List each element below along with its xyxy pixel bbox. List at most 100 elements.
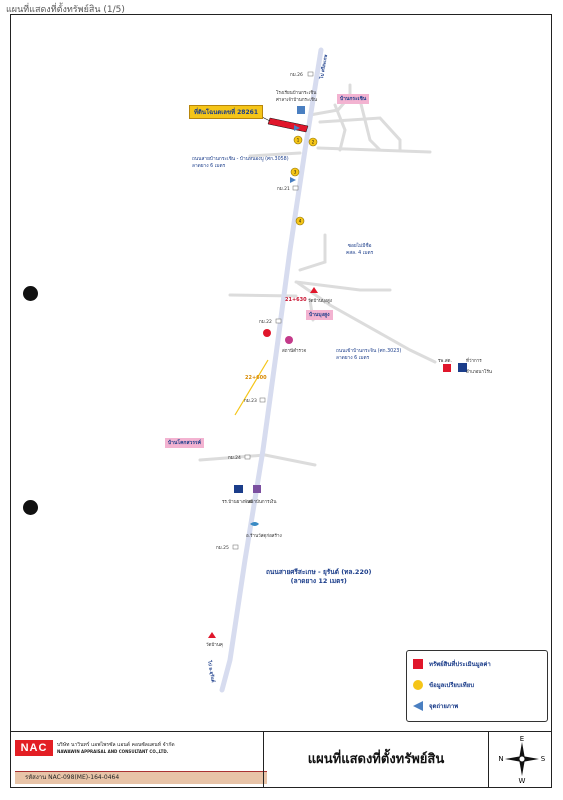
legend-photo-label: จุดถ่ายภาพ bbox=[429, 703, 459, 710]
road-3058-width: ลาดยาง 6 เมตร bbox=[192, 164, 226, 169]
shop-icon bbox=[263, 329, 271, 337]
road-3023-name: ถนนเข้าบ้านกระจิน (ศก.3023) bbox=[336, 349, 402, 354]
fish-icon bbox=[250, 522, 259, 526]
police-icon bbox=[285, 336, 293, 344]
title-block: NAC บริษัท นาวินทร์ แอพไพรซัล แอนด์ คอนซ… bbox=[10, 731, 552, 788]
main-road-label: ถนนสายศรีสะเกษ - ยุรันต์ (ทล.220) (ลาดยา… bbox=[266, 568, 371, 586]
km-25-post bbox=[232, 544, 239, 550]
km-21630-label: 21+630 bbox=[285, 297, 307, 303]
school2-icon bbox=[253, 485, 261, 493]
km-21-label: กม.21 bbox=[277, 187, 290, 192]
soi-label: ซอยไม่มีชื่อ คสล. 4 เมตร bbox=[346, 243, 373, 257]
temple1-label: วัดบ้านบุงสูง bbox=[308, 299, 332, 304]
village-bungsung: บ้านบุงสูง bbox=[306, 310, 333, 320]
legend-comparable-label: ข้อมูลเปรียบเทียบ bbox=[429, 682, 475, 689]
comparable-markers: 1 2 3 4 bbox=[290, 135, 318, 226]
km-24-post bbox=[244, 454, 251, 460]
company-name-th: บริษัท นาวินทร์ แอพไพรซัล แอนด์ คอนซัลแต… bbox=[57, 742, 175, 748]
district-office-icon bbox=[458, 363, 467, 372]
road-3058-label: ถนนสายบ้านกระเชิน - บ้านหนองบู (ศก.3058)… bbox=[192, 156, 289, 170]
km-24-label: กม.24 bbox=[228, 456, 241, 461]
road-3023-label: ถนนเข้าบ้านกระจิน (ศก.3023) ลาดยาง 6 เมต… bbox=[336, 348, 401, 362]
village-khonsawan: บ้านโคกสวรรค์ bbox=[165, 438, 205, 448]
road-krachin-east bbox=[316, 146, 432, 154]
compass-e: E bbox=[520, 735, 524, 743]
road-3058 bbox=[248, 151, 302, 158]
km-22-label: กม.22 bbox=[259, 320, 272, 325]
legend-comparable-swatch bbox=[413, 680, 423, 690]
job-reference: รหัสงาน NAC-098(ME)-164-0464 bbox=[15, 771, 267, 784]
legend-property-swatch bbox=[413, 659, 423, 669]
road-3023 bbox=[296, 281, 437, 364]
compass-n: N bbox=[498, 755, 503, 763]
side-roads bbox=[198, 83, 437, 467]
km-22600-label: 22+600 bbox=[245, 375, 267, 381]
legend-photo: จุดถ่ายภาพ bbox=[413, 701, 458, 711]
photo-point-1[interactable] bbox=[294, 125, 300, 131]
comparable-1-number: 1 bbox=[297, 138, 300, 143]
soi-width: คสล. 4 เมตร bbox=[346, 251, 374, 256]
temple2-label: วัดบ้านคุ bbox=[206, 643, 223, 648]
road-krachin-branch bbox=[358, 98, 382, 152]
compass-s: S bbox=[541, 755, 546, 763]
comparable-4-number: 4 bbox=[299, 219, 302, 224]
comparable-4-marker[interactable] bbox=[295, 216, 305, 226]
road-krachin-loop bbox=[333, 103, 347, 152]
km-21-post bbox=[292, 185, 299, 191]
photo-point-2[interactable] bbox=[290, 177, 296, 183]
page-caption: แผนที่แสดงที่ตั้งทรัพย์สิน (1/5) bbox=[6, 5, 125, 15]
hospital-sub-label: ที่ว่าการ bbox=[466, 359, 482, 364]
map-title: แผนที่แสดงที่ตั้งทรัพย์สิน bbox=[263, 732, 489, 787]
road-krachin-grid bbox=[318, 116, 402, 152]
school-sub-label: ศาลาเจ้าบ้านกระเชิน bbox=[276, 98, 318, 103]
subject-property-marker[interactable] bbox=[267, 117, 309, 133]
main-road-name: ถนนสายศรีสะเกษ - ยุรันต์ (ทล.220) bbox=[266, 568, 372, 576]
km-22600-line bbox=[234, 359, 269, 416]
main-road-width: (ลาดยาง 12 เมตร) bbox=[290, 577, 347, 585]
km-25-label: กม.25 bbox=[216, 546, 229, 551]
road-3058-name: ถนนสายบ้านกระเชิน - บ้านหนองบู (ศก.3058) bbox=[192, 157, 289, 162]
road-3023-width: ลาดยาง 6 เมตร bbox=[336, 356, 370, 361]
road-soi bbox=[298, 233, 327, 272]
main-road bbox=[219, 47, 324, 693]
km-posts bbox=[232, 71, 314, 550]
road-khonsawan bbox=[198, 453, 267, 462]
school-label: โรงเรียนบ้านกระเชิน bbox=[276, 91, 317, 96]
school-icon bbox=[297, 106, 305, 114]
compass-rose: E W N S bbox=[498, 735, 546, 784]
map-legend: ทรัพย์สินที่ประเมินมูลค่า ข้อมูลเปรียบเท… bbox=[406, 650, 548, 722]
comparable-2-marker[interactable] bbox=[308, 137, 318, 147]
compass-w: W bbox=[519, 777, 526, 784]
hospital-icon bbox=[443, 364, 451, 372]
camera-icon bbox=[413, 701, 423, 711]
compass-center bbox=[518, 755, 526, 763]
soi-name: ซอยไม่มีชื่อ bbox=[347, 244, 372, 249]
photo-points bbox=[290, 125, 300, 183]
comparable-3-number: 3 bbox=[294, 170, 297, 175]
school2-label: สถาบันการเงิน bbox=[248, 500, 277, 505]
legend-property-label: ทรัพย์สินที่ประเมินมูลค่า bbox=[429, 661, 491, 668]
km-23-label: กม.23 bbox=[244, 399, 257, 404]
km-23-post bbox=[259, 397, 266, 403]
bank-icon bbox=[234, 485, 243, 493]
binder-hole-1 bbox=[23, 286, 38, 301]
road-bungsung-east bbox=[294, 280, 392, 292]
legend-comparable: ข้อมูลเปรียบเทียบ bbox=[413, 680, 474, 690]
temple-icon bbox=[310, 287, 318, 293]
comparable-2-number: 2 bbox=[312, 140, 315, 145]
binder-hole-2 bbox=[23, 500, 38, 515]
km-26-post bbox=[307, 71, 314, 77]
district-office-label: อำเภอนาโร้น bbox=[466, 370, 492, 375]
temple-icon-2 bbox=[208, 632, 216, 638]
property-tag: ที่ดินโฉนดเลขที่ 28261 bbox=[189, 105, 264, 119]
village-krachin: บ้านกระเชิน bbox=[337, 94, 370, 104]
km-22-post bbox=[275, 318, 282, 324]
shop-label: อ.ร้านวัสดุก่อสร้าง bbox=[246, 534, 282, 539]
hospital-label: รพ.สต. bbox=[438, 359, 452, 364]
comparable-1-marker[interactable] bbox=[293, 135, 303, 145]
legend-property: ทรัพย์สินที่ประเมินมูลค่า bbox=[413, 659, 491, 669]
comparable-3-marker[interactable] bbox=[290, 167, 300, 177]
poi-icons bbox=[208, 106, 467, 638]
km-26-label: กม.26 bbox=[290, 73, 303, 78]
road-khonsawan-east bbox=[263, 453, 317, 467]
